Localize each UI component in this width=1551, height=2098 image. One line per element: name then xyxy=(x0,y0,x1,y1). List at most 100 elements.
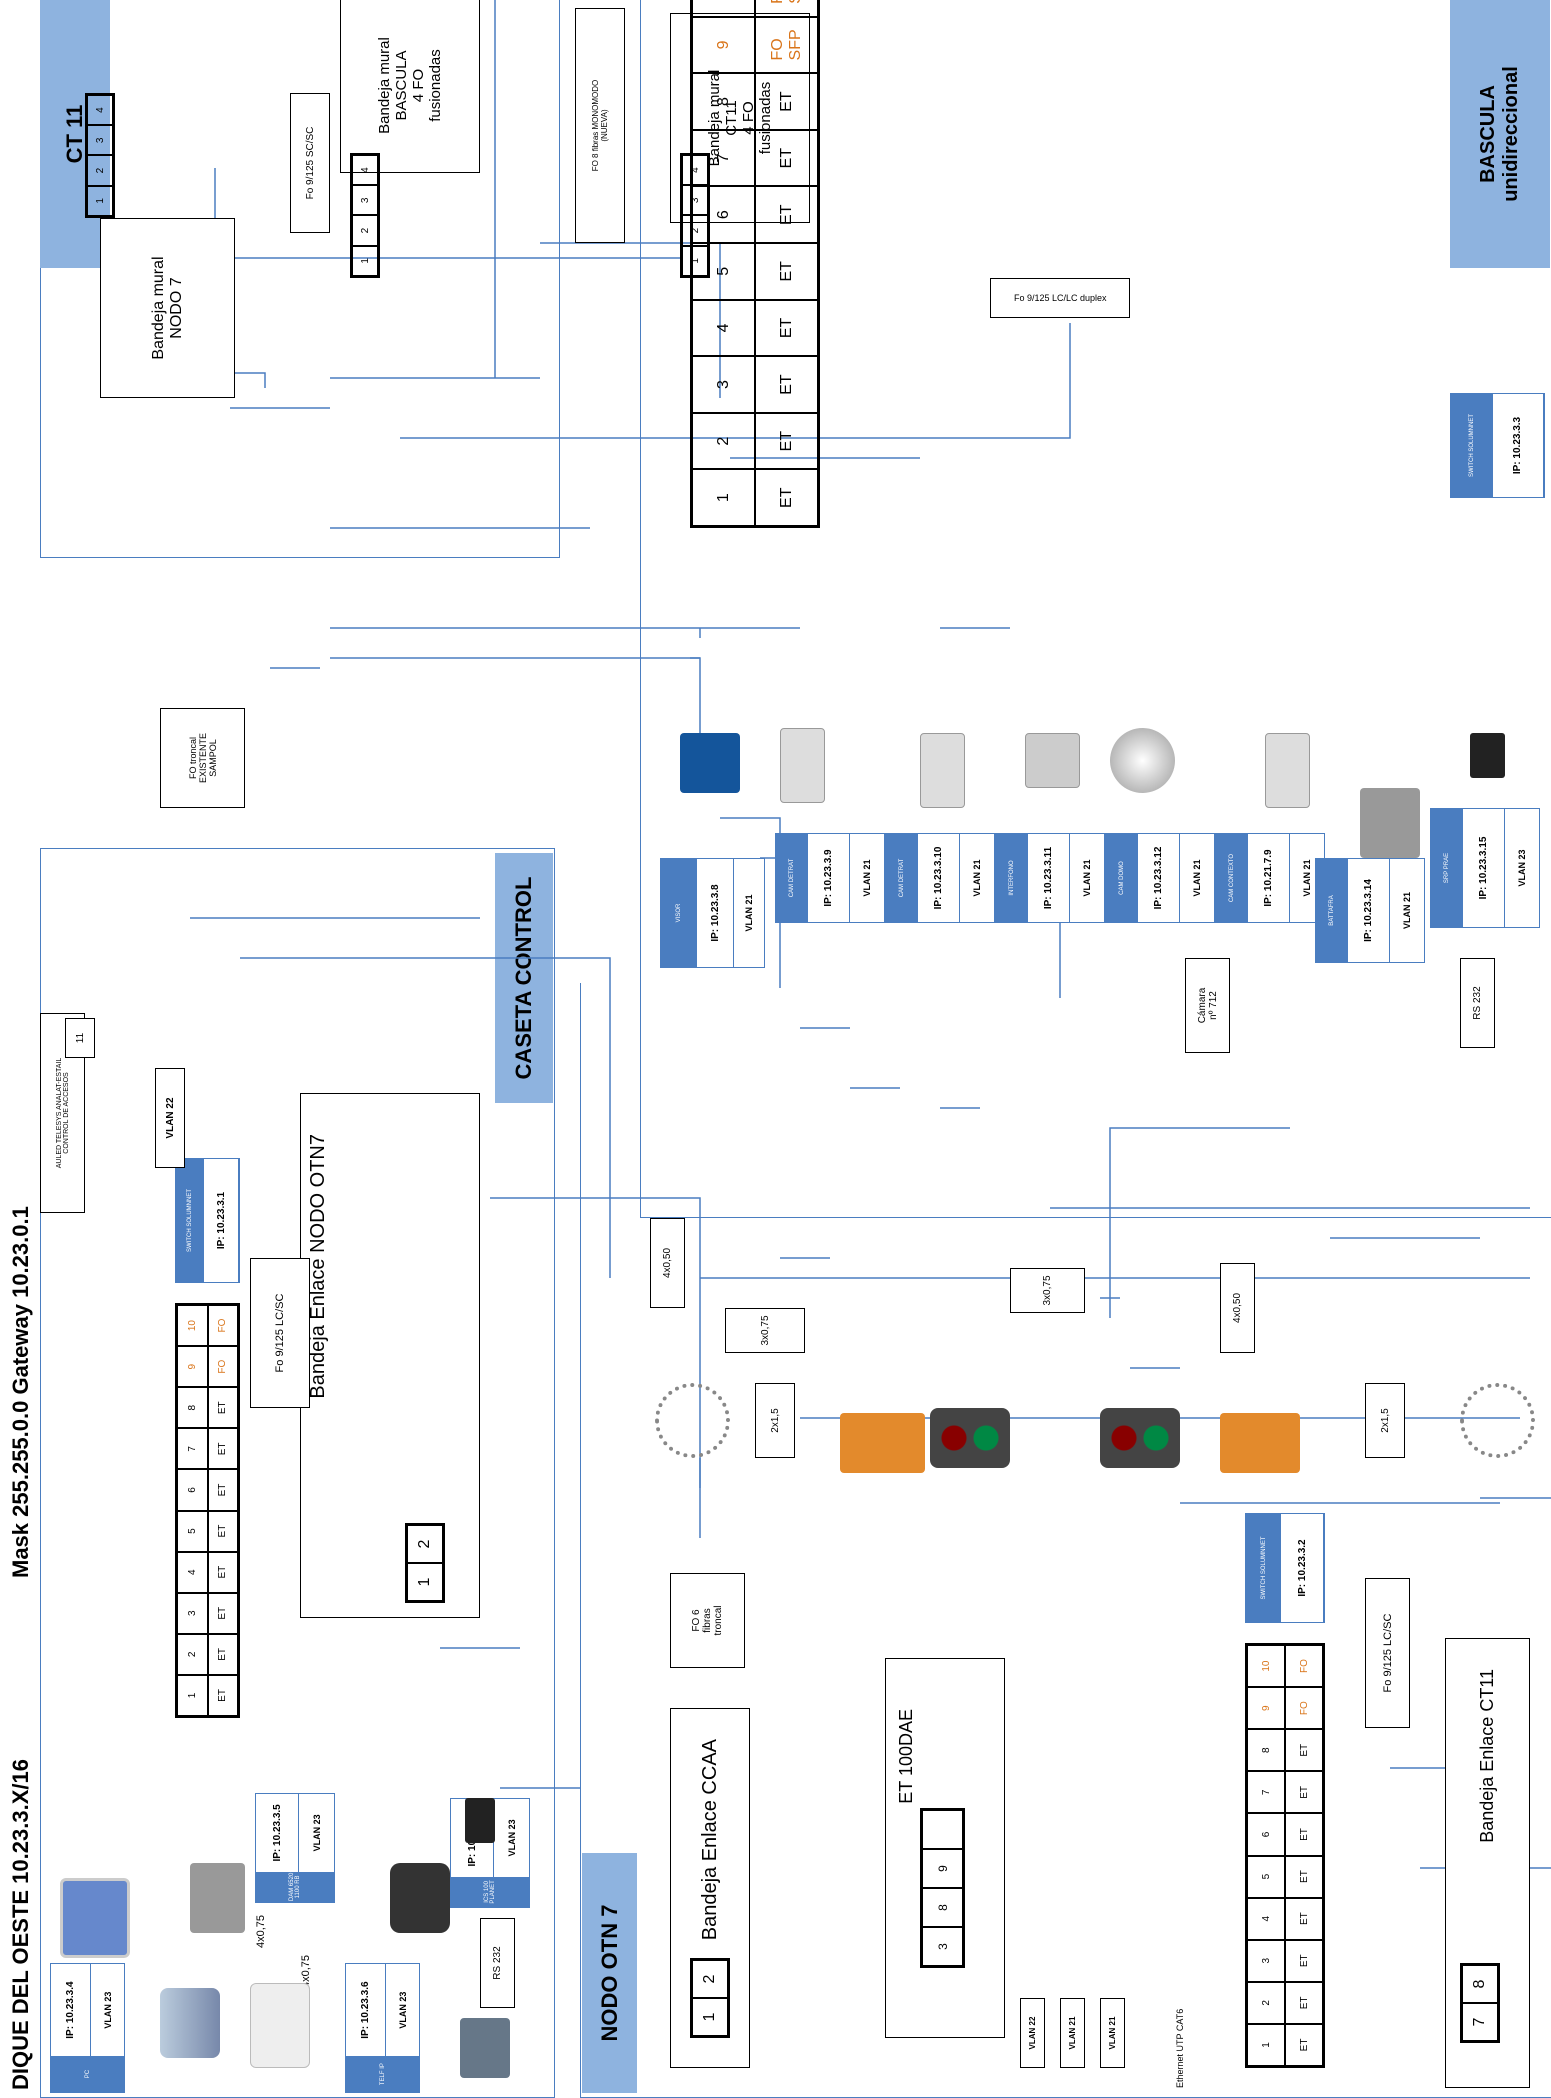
port-num: 6 xyxy=(1247,1813,1285,1856)
camdetrat-card-1: CAM DETRAT IP: 10.23.3.9 VLAN 21 xyxy=(775,833,885,923)
port-num: 3 xyxy=(1247,1939,1285,1982)
vlan21-box-c: VLAN 21 xyxy=(1100,1998,1125,2068)
cable-label: 2x1,5 xyxy=(769,1408,781,1433)
aula-label: AULED TELESYS ANALAT-ESTAIL CONTROL DE A… xyxy=(55,1057,70,1169)
lcsc-fiber-label: Fo 9/125 LC/SC xyxy=(274,1293,286,1373)
tray-port: 2 xyxy=(352,215,378,246)
bascula-switch-card: SWITCH SOLUMNNET IP: 10.23.3.3 xyxy=(1450,393,1545,498)
device-ip: IP: 10.23.3.8 xyxy=(697,859,735,967)
vlan-label: VLAN 21 xyxy=(1068,2016,1077,2050)
et100-port xyxy=(922,1810,963,1849)
device-name: PC xyxy=(51,2056,124,2092)
port-type: FO xyxy=(207,1305,238,1347)
device-vlan: VLAN 23 xyxy=(397,1991,408,2029)
cable-2x15-a: 2x1,5 xyxy=(755,1383,795,1458)
port-num: 4 xyxy=(177,1551,208,1593)
rs232-label: RS 232 xyxy=(1472,986,1483,1020)
port-type: ET xyxy=(207,1674,238,1716)
traffic-light-icon xyxy=(1100,1408,1180,1468)
port-num: 1 xyxy=(692,469,755,526)
computer-icon xyxy=(60,1878,130,1958)
sc-fiber-box: Fo 9/125 SC/SC xyxy=(290,93,330,233)
troncal-label: FO troncal EXISTENTE SAMPOL xyxy=(187,733,218,784)
vlan-label: VLAN 21 xyxy=(1108,2016,1117,2050)
barrier-icon xyxy=(1220,1413,1300,1473)
port-type: FO xyxy=(1285,1687,1323,1730)
device-vlan: VLAN 21 xyxy=(1192,859,1203,897)
sc-fiber-label: Fo 9/125 SC/SC xyxy=(304,126,316,200)
vlan22-label: VLAN 22 xyxy=(164,1097,176,1139)
port-num: 8 xyxy=(177,1387,208,1429)
lcsc2-label: Fo 9/125 LC/SC xyxy=(1381,1613,1394,1693)
network-mask: Mask 255.255.0.0 Gateway 10.23.0.1 xyxy=(8,1206,33,1578)
port-num: 5 xyxy=(1247,1855,1285,1898)
bascula-title: BASCULA unidireccional xyxy=(1477,66,1522,202)
device-ip: IP: 10.23.3.5 xyxy=(256,1794,299,1872)
port-num: 8 xyxy=(1247,1729,1285,1772)
traffic-panel-icon xyxy=(250,1983,310,2068)
cable-4x075: 4x0,75 xyxy=(255,1914,267,1948)
port-type: ET xyxy=(207,1592,238,1634)
port-type: FO SFP xyxy=(755,16,818,74)
io-module-icon xyxy=(190,1863,245,1933)
visor-card: VISOR IP: 10.23.3.8 VLAN 21 xyxy=(660,858,765,968)
device-name: DAM 6520 1100 RB xyxy=(256,1871,334,1902)
n11-label: 11 xyxy=(74,1032,86,1044)
device-vlan: VLAN 23 xyxy=(506,1819,517,1857)
port-type: ET xyxy=(755,469,818,526)
device-name: VISOR xyxy=(661,859,698,967)
port-type: ET xyxy=(207,1510,238,1552)
keypad-icon xyxy=(460,2018,510,2078)
fo6-box: FO 6 fibras troncal xyxy=(670,1573,745,1668)
device-vlan: VLAN 23 xyxy=(311,1814,322,1852)
camera-icon xyxy=(920,733,965,808)
lcsc-fiber-box: Fo 9/125 LC/SC xyxy=(250,1258,310,1408)
nodo-port-table: 1 2 3 4 5 6 7 8 9 10 ET ET ET ET ET ET E… xyxy=(1245,1643,1325,2068)
port-num: 10 xyxy=(1247,1645,1285,1688)
device-ip: IP: 10.23.3.11 xyxy=(1028,834,1071,922)
intercom-icon xyxy=(1025,733,1080,788)
switch-name: SWITCH SOLUMNNET xyxy=(176,1159,205,1282)
rs232-box-b: RS 232 xyxy=(1460,958,1495,1048)
camera-icon xyxy=(780,728,825,803)
port-type: ET xyxy=(207,1469,238,1511)
port-num: 5 xyxy=(177,1510,208,1552)
device-name: BATTAFRA xyxy=(1316,859,1349,962)
cable-label: 3x0,75 xyxy=(1042,1275,1053,1306)
port-type: ET xyxy=(755,129,818,187)
camdomo-card: CAM DOMO IP: 10.23.3.12 VLAN 21 xyxy=(1105,833,1215,923)
cable-3x075-b: 3x0,75 xyxy=(1010,1268,1085,1313)
device-name: CAM DETRAT xyxy=(886,834,919,922)
loop-icon xyxy=(655,1383,730,1458)
port-type: ET xyxy=(755,186,818,244)
port-type: ET xyxy=(1285,2023,1323,2066)
camera-label: Cámara nº 712 xyxy=(1196,987,1219,1024)
port-type: ET xyxy=(1285,1981,1323,2024)
port-num: 5 xyxy=(692,243,755,300)
port-num: 6 xyxy=(177,1469,208,1511)
nodo7-tray: Bandeja mural NODO 7 xyxy=(100,218,235,398)
switch-name: SWITCH SOLUMNNET xyxy=(1246,1514,1282,1622)
port-num: 9 xyxy=(177,1346,208,1388)
port-type: ET xyxy=(207,1551,238,1593)
switch-name: SWITCH SOLUMNNET xyxy=(1451,394,1493,497)
device-name: CAM DOMO xyxy=(1106,834,1139,922)
et100-ports: 3 8 9 xyxy=(920,1808,965,1968)
tray-port: 1 xyxy=(87,185,113,216)
switch-ip: IP: 10.23.3.2 xyxy=(1281,1514,1324,1622)
pair-port: 1 xyxy=(407,1563,443,1601)
port-type: ET xyxy=(755,73,818,130)
port-type: ET xyxy=(755,243,818,300)
cable-4x050-a: 4x0,50 xyxy=(650,1218,685,1308)
device-vlan: VLAN 21 xyxy=(1082,859,1093,897)
mono-fiber-label: FO 8 fibras MONOMODO (NUEVA) xyxy=(591,79,609,172)
switch-ip: IP: 10.23.3.3 xyxy=(1492,394,1544,497)
device-name: CAM CONTEXTO xyxy=(1216,834,1249,922)
et100-port: 3 xyxy=(922,1927,963,1966)
bascula-tray: Bandeja mural BASCULA 4 FO fusionadas xyxy=(340,0,480,173)
device-vlan: VLAN 21 xyxy=(862,859,873,897)
otn7-tray-label: Bandeja Enlace NODO OTN7 xyxy=(307,1134,329,1399)
camera-box: Cámara nº 712 xyxy=(1185,958,1230,1053)
camdetrat-card-2: CAM DETRAT IP: 10.23.3.10 VLAN 21 xyxy=(885,833,995,923)
